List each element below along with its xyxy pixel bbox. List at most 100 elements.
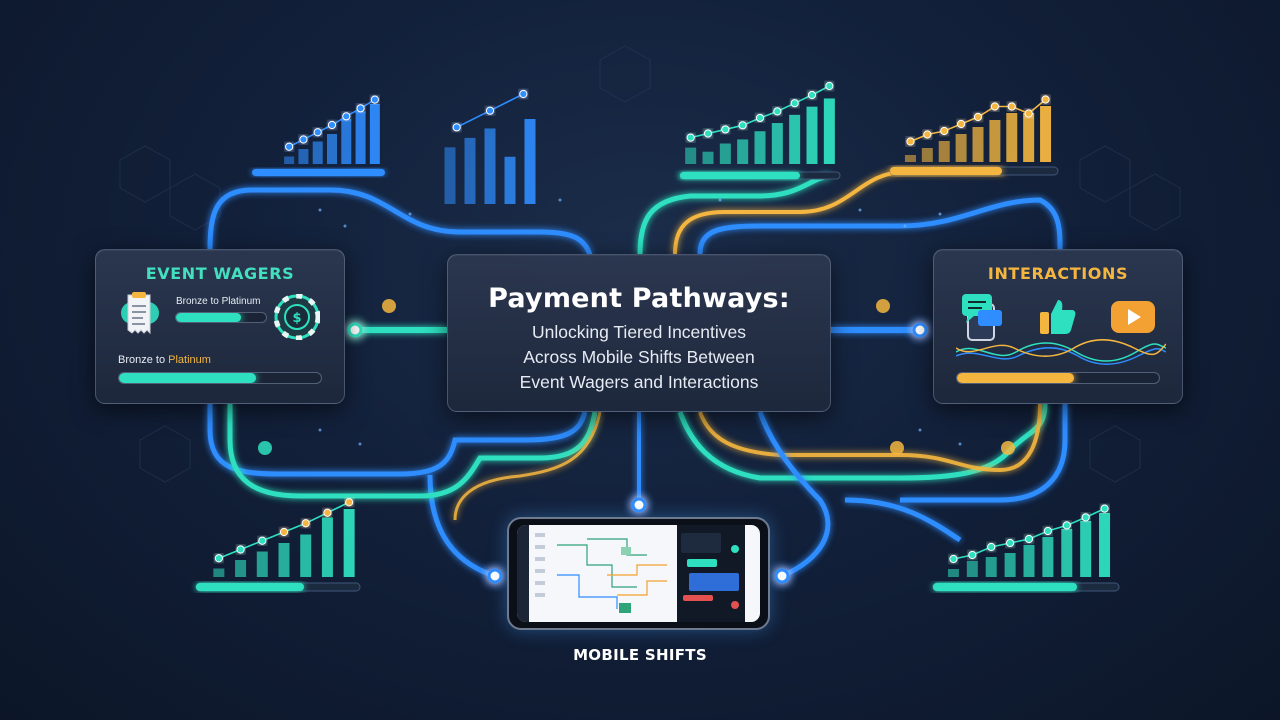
subtitle-line-1: Unlocking Tiered Incentives [532,322,746,342]
left-blue-loop [207,187,593,579]
mobile-shifts-label: MOBILE SHIFTS [573,646,707,664]
chart-point [279,527,289,537]
tier-label-bottom-highlight: Platinum [168,354,211,366]
chart-point [285,142,294,151]
chart-point [519,89,528,99]
chart-point [345,498,354,507]
connector-nodes [347,322,928,584]
node-phone-right [774,568,790,584]
mini-chart-top-center-left [444,89,536,204]
chart-point [773,107,782,116]
chart-bar [321,517,333,577]
chart-point [949,554,958,564]
chart-bar [1040,106,1052,162]
underline-top-center-right-fill [680,172,800,179]
chart-point [1100,504,1109,513]
casino-chip-icon: $ [274,294,320,340]
subtitle-line-3: Event Wagers and Interactions [519,372,759,392]
subtitle: Unlocking Tiered Incentives Across Mobil… [448,320,830,395]
chart-point [906,137,915,146]
chart-bar [972,127,984,162]
underline-top-right-fill [890,167,1002,175]
chart-bar [702,151,714,164]
chart-bar [1080,521,1092,577]
coin-icon [876,299,890,313]
tier-progress-bottom [118,372,322,384]
chart-point [236,545,245,554]
chart-point [1024,534,1034,544]
chart-bar [823,98,835,164]
receipt-icon [121,292,159,335]
coin-icon [382,299,396,313]
chart-bar [355,111,366,164]
node-phone-left [487,568,503,584]
mobile-link [453,411,641,521]
chart-bar [213,568,225,577]
chart-bar [737,139,749,164]
tier-progress-bottom-fill [119,373,257,383]
chart-point [968,550,977,560]
chart-bar [341,119,352,164]
chart-point [301,519,310,528]
phone-screen-diagram [517,525,760,622]
mini-chart-bottom-right [947,504,1111,577]
tier-label-bottom: Bronze to Platinum [118,354,211,366]
left-teal-loop [227,327,598,499]
chart-point [323,508,332,517]
chart-bar [966,561,978,577]
svg-text:$: $ [292,311,301,326]
coin-icon [890,441,904,455]
chart-bar [369,104,380,164]
chart-point [1024,109,1033,118]
chart-point [790,99,799,108]
chart-point [825,81,834,91]
right-blue-loop [697,197,1068,579]
chart-bar [989,120,1001,162]
chart-point [940,126,949,136]
node-phone-top [631,497,647,513]
chart-bar [524,119,536,204]
chart-point [923,130,932,139]
chart-point [755,113,765,123]
chart-bar [464,137,476,204]
chart-bar [312,141,323,164]
chart-bar [484,128,496,204]
chart-bar [1042,537,1054,577]
chart-point [703,129,713,138]
mini-chart-bottom-left [213,498,355,577]
interactions-progress-fill [957,373,1075,383]
chart-bar [284,156,295,164]
hex-background [119,45,1181,483]
chart-bar [1061,529,1073,577]
chart-bar [327,134,337,164]
chart-bar [1004,553,1016,577]
chart-bar [1006,113,1018,162]
chart-point [807,90,817,100]
chart-point [987,542,996,552]
chart-bar [921,148,933,162]
chart-bar [343,509,355,577]
chart-bar [298,149,309,164]
subtitle-line-2: Across Mobile Shifts Between [523,347,755,367]
coin-icon [1001,441,1015,455]
chart-bar [947,569,959,577]
chart-bar [256,551,268,577]
interactions-progress [956,372,1160,384]
chart-bar [235,560,247,577]
chart-bar [719,143,731,164]
play-icon [1111,301,1155,333]
chart-bar [938,141,950,162]
chart-bar [1023,113,1035,162]
chart-bar [806,106,818,164]
chart-bar [444,147,456,204]
center-title-card: Payment Pathways: Unlocking Tiered Incen… [447,254,831,412]
chart-point [1081,513,1090,522]
mobile-phone [507,517,770,630]
chart-point [1006,538,1015,548]
underline-bottom-left-fill [196,583,304,591]
chart-point [957,119,966,129]
phone-screen [517,525,760,622]
underline-top-left [252,169,385,176]
chart-point [214,554,223,563]
